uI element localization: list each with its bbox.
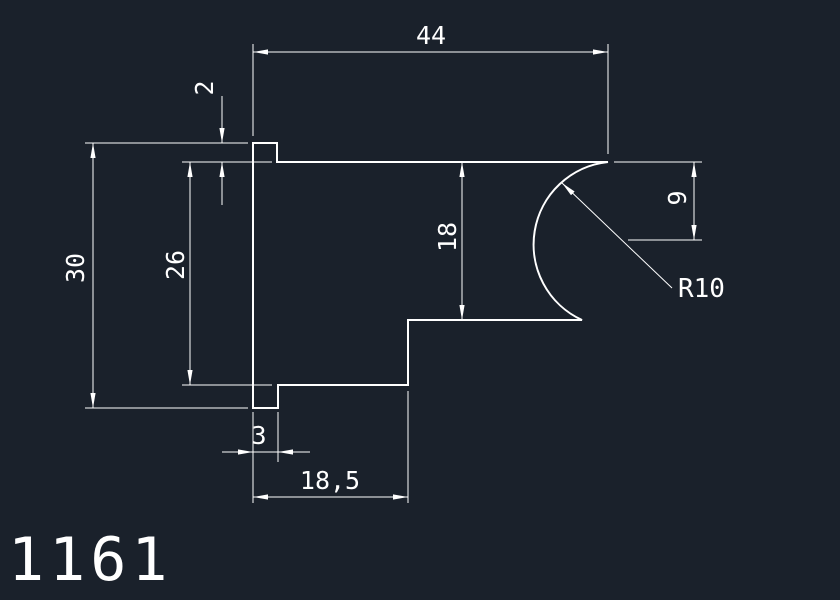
- dim-bottom-width: 18,5: [252, 391, 409, 503]
- dim-tab-width: 3: [222, 412, 310, 462]
- dim-total-height-label: 30: [61, 253, 90, 283]
- dim-right-depth: 9: [614, 161, 702, 241]
- dim-top-step-label: 2: [190, 80, 219, 95]
- dim-inner-height-label: 26: [161, 250, 190, 280]
- dim-bottom-width-label: 18,5: [300, 466, 360, 495]
- dim-right-depth-label: 9: [663, 190, 692, 205]
- dim-inner-height: 26: [161, 161, 272, 386]
- drawing-number: 1161: [8, 525, 173, 595]
- dim-tab-width-label: 3: [251, 421, 266, 450]
- dim-total-width: 44: [252, 21, 609, 154]
- part-outline: [252, 142, 609, 409]
- dim-right-height-label: 18: [433, 222, 462, 252]
- dim-fillet-radius-leader: [561, 182, 673, 289]
- dim-right-height: 18: [433, 162, 465, 320]
- dim-total-width-label: 44: [416, 21, 446, 50]
- dim-fillet-radius: R10: [561, 182, 725, 304]
- dim-top-step: 2: [190, 80, 225, 205]
- dim-fillet-radius-label: R10: [678, 274, 725, 304]
- dim-total-height: 30: [61, 142, 248, 409]
